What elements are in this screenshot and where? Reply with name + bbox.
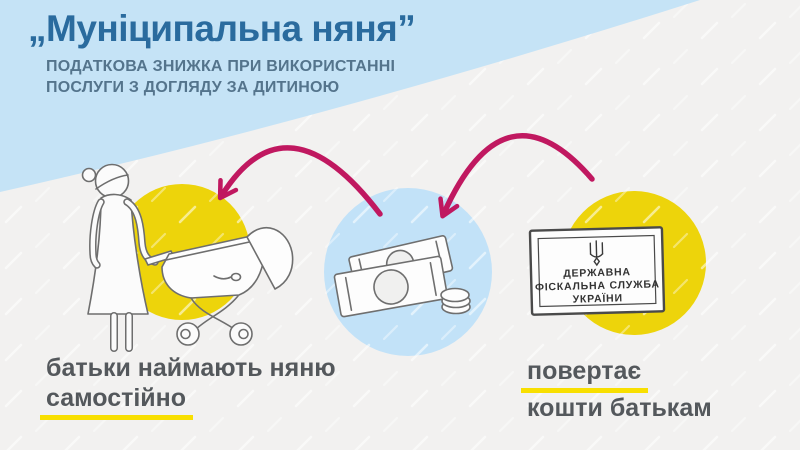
page-title: „Муніципальна няня” xyxy=(28,8,416,49)
curved-arrow-left-icon xyxy=(217,145,383,217)
pram-hood xyxy=(246,226,294,290)
pram-wheel-right xyxy=(229,322,253,346)
pram-cord-bead xyxy=(230,272,242,282)
fringe-line xyxy=(95,174,129,190)
pram-rim-line xyxy=(165,240,255,261)
head xyxy=(94,163,130,199)
caption-right-line-1: повертає xyxy=(521,356,712,393)
fiscal-service-sign-icon: ДЕРЖАВНА ФІСКАЛЬНА СЛУЖБА УКРАЇНИ xyxy=(528,226,666,316)
subtitle-line-2: ПОСЛУГИ З ДОГЛЯДУ ЗА ДИТИНОЮ xyxy=(46,79,340,96)
sign-inner-frame xyxy=(537,234,657,308)
caption-left-underlined-word: самостійно xyxy=(40,383,194,420)
coin-stack xyxy=(440,287,471,315)
hair-bun xyxy=(81,167,97,183)
pram-cord xyxy=(213,275,232,280)
caption-right: повертає кошти батькам xyxy=(521,356,712,423)
subtitle-line-1: ПОДАТКОВА ЗНИЖКА ПРИ ВИКОРИСТАННІ xyxy=(46,58,396,75)
subtitle: ПОДАТКОВА ЗНИЖКА ПРИ ВИКОРИСТАННІ ПОСЛУГ… xyxy=(46,56,415,98)
pram-wheel-right-hub xyxy=(238,328,249,340)
header: „Муніципальна няня” ПОДАТКОВА ЗНИЖКА ПРИ… xyxy=(28,8,416,98)
pram-wheel-left xyxy=(176,322,200,346)
mother-with-pram-icon xyxy=(81,163,294,352)
left-arm-fill xyxy=(90,199,104,268)
arrows xyxy=(217,133,595,219)
sign-line-3: УКРАЇНИ xyxy=(572,291,623,305)
pram-wheel-left-hub xyxy=(180,328,191,340)
curved-arrow-right-icon xyxy=(438,133,595,219)
trident-emblem-icon xyxy=(589,240,604,267)
sign-outer-frame xyxy=(528,226,666,316)
caption-left-line-1: батьки наймають няню xyxy=(46,354,336,382)
banknotes-coins-icon xyxy=(333,234,471,318)
banknote-front xyxy=(333,255,449,318)
sign-line-1: ДЕРЖАВНА xyxy=(563,266,631,280)
caption-left: батьки наймають няню самостійно xyxy=(40,353,336,420)
sign-line-2: ФІСКАЛЬНА СЛУЖБА xyxy=(535,278,660,293)
caption-right-line-2: кошти батькам xyxy=(527,394,712,422)
caption-right-underlined-word: повертає xyxy=(521,356,649,393)
caption-left-line-2: самостійно xyxy=(40,383,336,420)
